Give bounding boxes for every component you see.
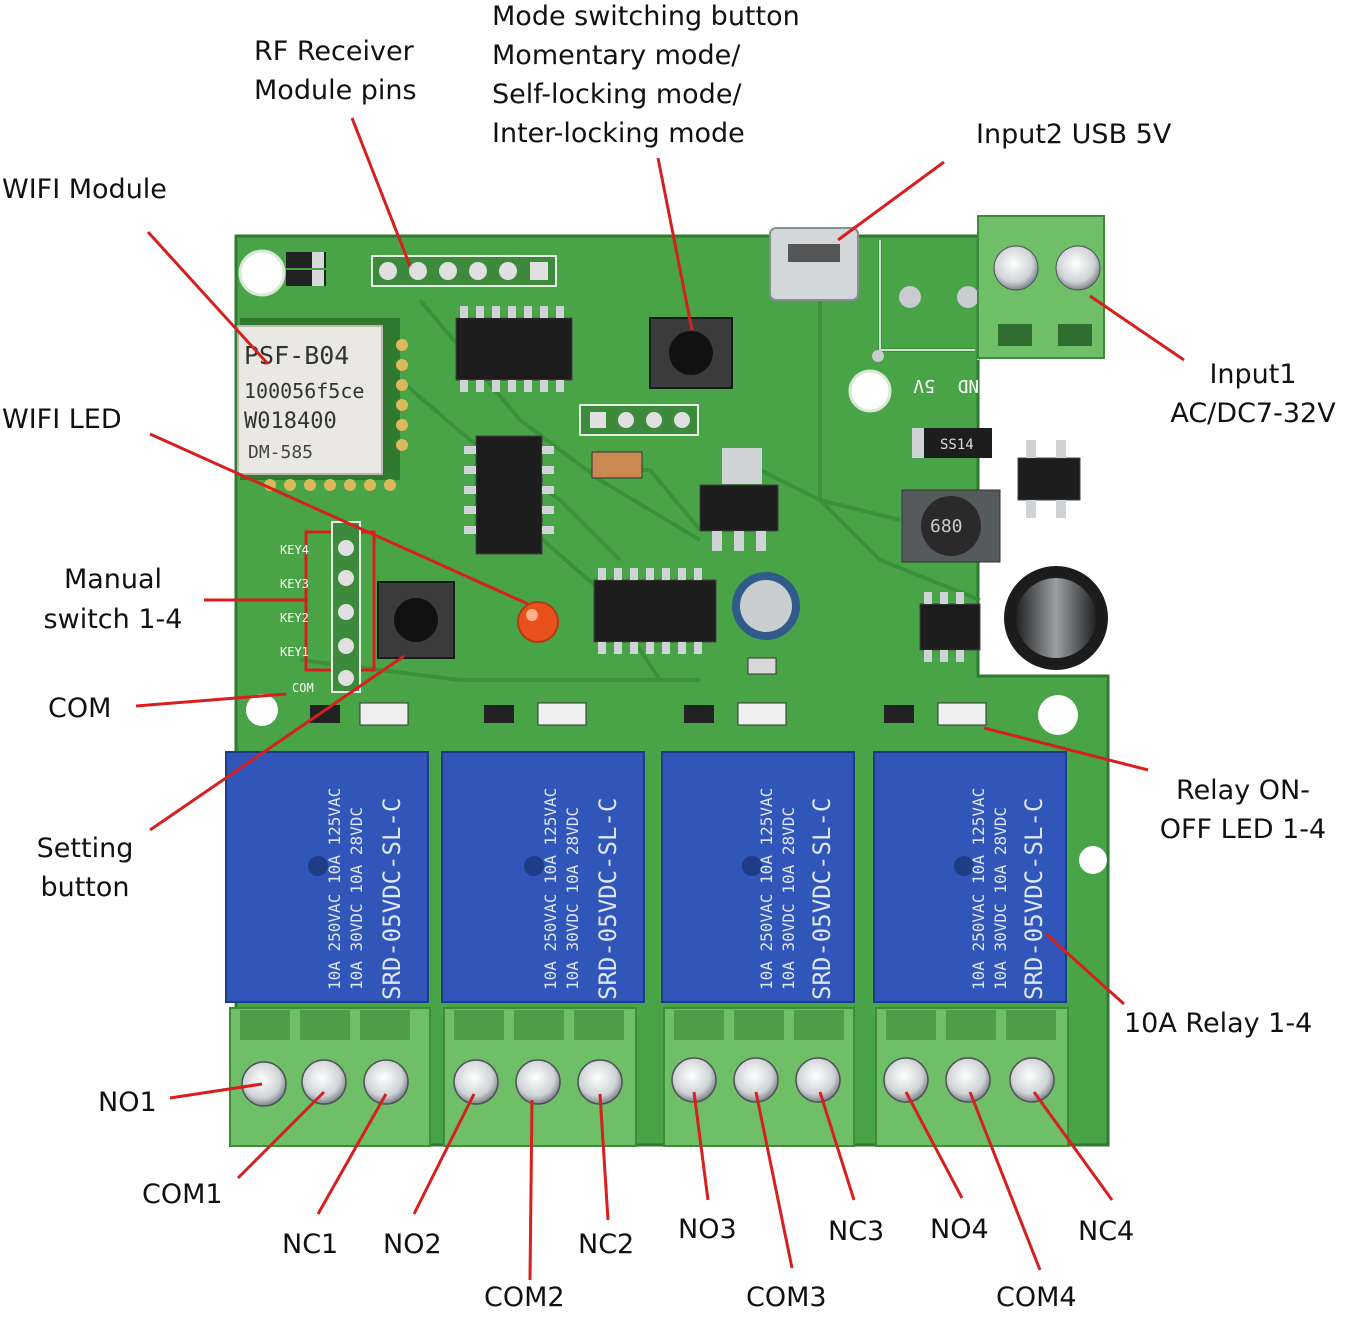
rf-receiver-pins (371, 255, 557, 287)
output-terminals (229, 1007, 1069, 1147)
key4-silk: KEY4 (280, 543, 309, 557)
rf-receiver-label-1: RF Receiver (254, 36, 414, 67)
input1-label-2: AC/DC7-32V (1170, 398, 1336, 429)
wifi-module-label: WIFI Module (2, 174, 167, 205)
relay-led-label-2: OFF LED 1-4 (1159, 814, 1327, 845)
relay-4-model: SRD-05VDC-SL-C (1020, 798, 1048, 1000)
relay-1-rating-ac: 10A 250VAC 10A 125VAC (325, 788, 344, 990)
smd-parts (286, 252, 326, 286)
setting-button (377, 581, 455, 659)
relays: SRD-05VDC-SL-C 10A 250VAC 10A 125VAC 10A… (225, 751, 1067, 1003)
relay-4-rating-ac: 10A 250VAC 10A 125VAC (969, 788, 988, 990)
input-terminal-block (977, 215, 1105, 359)
wifi-led-label: WIFI LED (2, 404, 122, 435)
input2-label: Input2 USB 5V (976, 119, 1172, 150)
relay-1: SRD-05VDC-SL-C 10A 250VAC 10A 125VAC 10A… (225, 751, 429, 1003)
terminal-no4-label: NO4 (930, 1214, 989, 1245)
terminal-nc4-label: NC4 (1078, 1216, 1135, 1247)
power-components: SS14 680 (591, 428, 1108, 675)
wifi-chip-line4: DM-585 (248, 442, 313, 463)
terminal-nc1-label: NC1 (282, 1229, 339, 1260)
setting-button-label-2: button (40, 872, 130, 903)
terminal-com2-label: COM2 (484, 1282, 565, 1313)
relay-1-rating-dc: 10A 30VDC 10A 28VDC (347, 807, 366, 990)
relay-1-model: SRD-05VDC-SL-C (378, 798, 406, 1000)
wifi-chip-line2: 100056f5ce (244, 379, 364, 403)
input1-label-1: Input1 (1209, 359, 1297, 390)
terminal-nc2-label: NC2 (578, 1229, 635, 1260)
terminal-no2-label: NO2 (383, 1229, 442, 1260)
mode-switch-label-1: Mode switching button (492, 1, 800, 32)
com-pad-silk: COM (292, 681, 314, 695)
setting-button-label-1: Setting (36, 833, 134, 864)
relay-2-model: SRD-05VDC-SL-C (594, 798, 622, 1000)
relay-led-label-1: Relay ON- (1176, 775, 1310, 806)
manual-switch-label-2: switch 1-4 (43, 604, 183, 635)
key3-silk: KEY3 (280, 577, 309, 591)
mode-switch-label-4: Inter-locking mode (492, 118, 745, 149)
wifi-chip-line3: W018400 (244, 409, 337, 434)
relay-3-model: SRD-05VDC-SL-C (808, 798, 836, 1000)
mode-switch-label-2: Momentary mode/ (492, 40, 741, 71)
terminal-com4-label: COM4 (996, 1282, 1077, 1313)
gnd-pin-label: GND (957, 375, 990, 396)
relay-2-rating-dc: 10A 30VDC 10A 28VDC (563, 807, 582, 990)
relay-3-rating-dc: 10A 30VDC 10A 28VDC (779, 807, 798, 990)
relay-led-row (310, 702, 987, 726)
mid-header (579, 404, 699, 436)
relay-4: SRD-05VDC-SL-C 10A 250VAC 10A 125VAC 10A… (873, 751, 1067, 1003)
terminal-nc3-label: NC3 (828, 1216, 885, 1247)
relay-2: SRD-05VDC-SL-C 10A 250VAC 10A 125VAC 10A… (441, 751, 645, 1003)
diode-label: SS14 (940, 437, 974, 453)
rf-receiver-label-2: Module pins (254, 75, 417, 106)
wifi-led (517, 601, 559, 643)
relay-3-rating-ac: 10A 250VAC 10A 125VAC (757, 788, 776, 990)
terminal-no3-label: NO3 (678, 1214, 737, 1245)
power-silkscreen: GND 5V 7-32V AC/DC (913, 372, 1074, 426)
inductor-label: 680 (930, 516, 963, 537)
terminal-com3-label: COM3 (746, 1282, 827, 1313)
relay-3: SRD-05VDC-SL-C 10A 250VAC 10A 125VAC 10A… (661, 751, 855, 1003)
com-label: COM (48, 693, 112, 724)
relay-label: 10A Relay 1-4 (1124, 1008, 1313, 1039)
ic-chips (455, 306, 1081, 662)
manual-switch-label-1: Manual (63, 564, 163, 595)
wifi-module: PSF-B04 100056f5ce W018400 DM-585 (237, 318, 408, 491)
5v-pin-label: 5V (913, 375, 935, 396)
terminal-no1-label: NO1 (98, 1087, 157, 1118)
mode-switch-label-3: Self-locking mode/ (492, 79, 742, 110)
usb-connector (769, 227, 859, 301)
input-acdc-silk: AC/DC (1053, 372, 1074, 426)
key2-silk: KEY2 (280, 611, 309, 625)
input-voltage-silk: 7-32V (1017, 372, 1038, 426)
relay-4-rating-dc: 10A 30VDC 10A 28VDC (991, 807, 1010, 990)
leader-lines (135, 117, 1185, 1281)
relay-2-rating-ac: 10A 250VAC 10A 125VAC (541, 788, 560, 990)
key1-silk: KEY1 (280, 645, 309, 659)
terminal-com1-label: COM1 (142, 1179, 223, 1210)
